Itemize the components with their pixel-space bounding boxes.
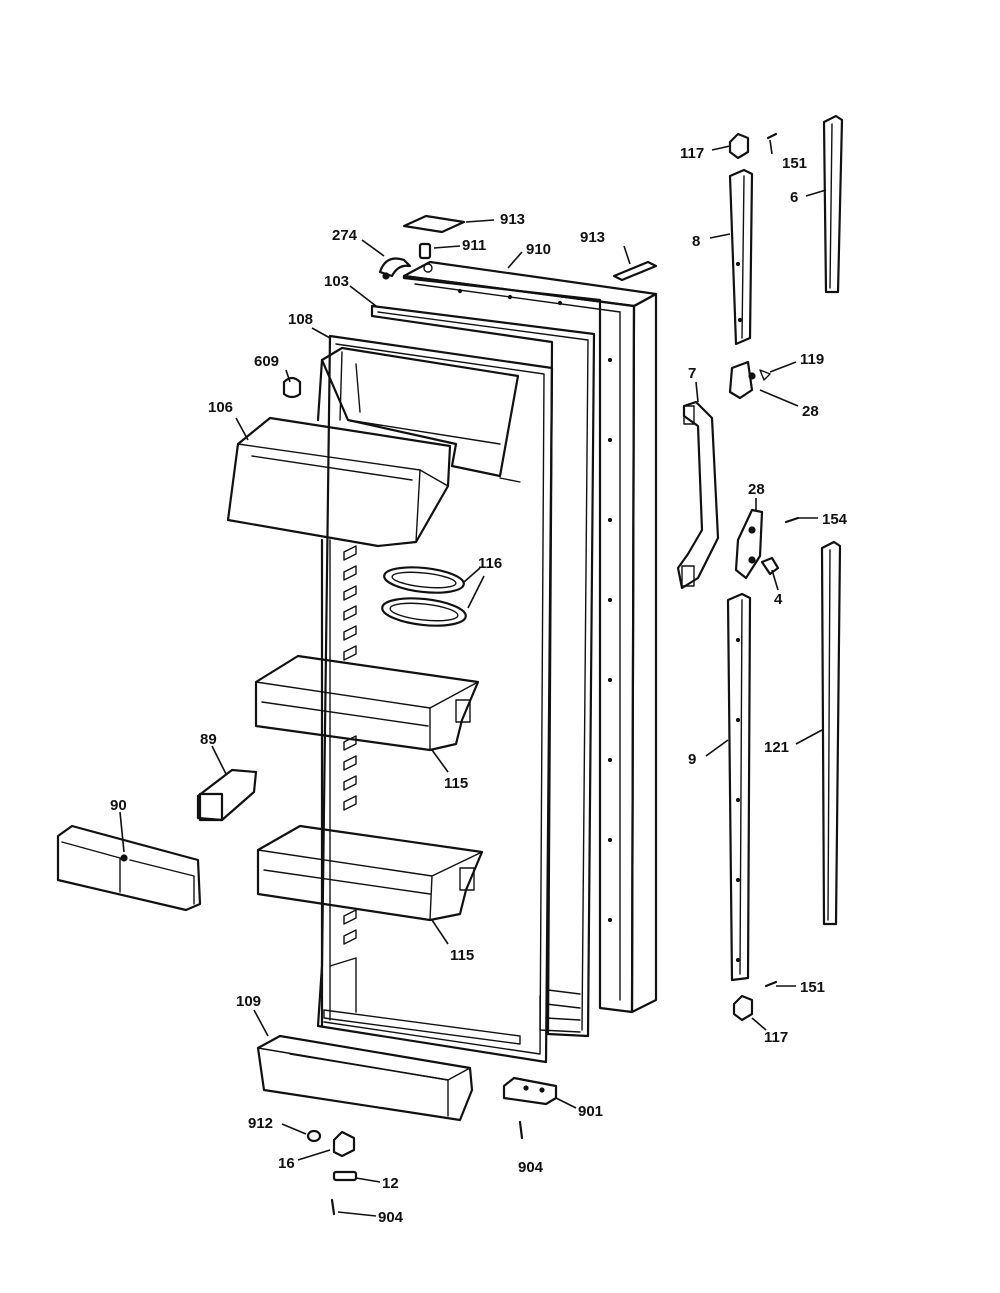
- label-89: 89: [200, 731, 217, 748]
- screw-151-bottom: [764, 980, 778, 988]
- hinge-cap-117-bottom: [732, 994, 754, 1022]
- label-4: 4: [774, 591, 783, 608]
- label-7: 7: [688, 365, 696, 382]
- label-103: 103: [324, 273, 349, 290]
- screw-154: [784, 516, 800, 524]
- part-274: [378, 257, 412, 280]
- label-28-bottom: 28: [748, 481, 765, 498]
- label-910: 910: [526, 241, 551, 258]
- trim-strip-6: [822, 114, 844, 294]
- label-117-top: 117: [680, 145, 704, 162]
- shelf-cover-90: [56, 824, 202, 912]
- trim-strip-121: [820, 540, 842, 926]
- part-4: [760, 556, 780, 576]
- hinge-cap-117-top: [728, 132, 750, 160]
- door-shelf-upper: [254, 654, 480, 752]
- label-115-lower: 115: [450, 947, 474, 964]
- label-119: 119: [800, 351, 824, 368]
- screw-904-right: [518, 1120, 524, 1140]
- label-12: 12: [382, 1175, 399, 1192]
- trim-strip-8: [728, 168, 754, 346]
- egg-trays: [381, 566, 467, 627]
- part-901: [502, 1076, 558, 1106]
- label-16: 16: [278, 1155, 295, 1172]
- screw-151-top: [766, 132, 778, 140]
- part-913-top: [402, 214, 466, 234]
- label-109: 109: [236, 993, 261, 1010]
- label-116: 116: [478, 555, 502, 572]
- bottom-bin: [256, 1034, 474, 1122]
- label-901: 901: [578, 1103, 603, 1120]
- label-912: 912: [248, 1115, 273, 1132]
- dairy-door: [226, 416, 452, 548]
- label-121: 121: [764, 739, 789, 756]
- label-151-bottom: 151: [800, 979, 825, 996]
- hinge-28: [734, 508, 764, 580]
- label-154: 154: [822, 511, 848, 528]
- outer-door-panel: [402, 260, 658, 1014]
- label-913-top: 913: [500, 211, 525, 228]
- label-904-left: 904: [378, 1209, 404, 1226]
- label-90: 90: [110, 797, 127, 814]
- label-6: 6: [790, 189, 798, 206]
- part-16: [332, 1130, 356, 1158]
- dairy-compartment-housing: [316, 346, 520, 478]
- part-609: [282, 376, 302, 399]
- label-151-top: 151: [782, 155, 807, 172]
- label-274: 274: [332, 227, 358, 244]
- screw-904-left: [330, 1198, 336, 1216]
- label-108: 108: [288, 311, 313, 328]
- label-117-bottom: 117: [764, 1029, 788, 1046]
- small-part-89: [196, 768, 258, 822]
- part-911: [418, 242, 433, 273]
- part-913-right: [612, 260, 658, 282]
- leader-lines: [119, 139, 827, 1217]
- label-28-top: 28: [802, 403, 819, 420]
- part-labels: 117 151 6 913 274 911 910 913 8 103 108 …: [110, 145, 848, 1226]
- label-904-right: 904: [518, 1159, 544, 1176]
- hinge-119: [728, 360, 771, 400]
- handle-7: [676, 400, 720, 590]
- door-shelf-lower: [256, 824, 484, 922]
- label-609: 609: [254, 353, 279, 370]
- trim-strip-9: [726, 592, 752, 982]
- label-106: 106: [208, 399, 233, 416]
- label-913-right: 913: [580, 229, 605, 246]
- label-911: 911: [462, 237, 486, 254]
- part-912: [306, 1129, 322, 1143]
- label-115-upper: 115: [444, 775, 468, 792]
- label-8: 8: [692, 233, 700, 250]
- inner-door-liner: [316, 334, 554, 1064]
- part-12: [332, 1170, 358, 1182]
- label-9: 9: [688, 751, 696, 768]
